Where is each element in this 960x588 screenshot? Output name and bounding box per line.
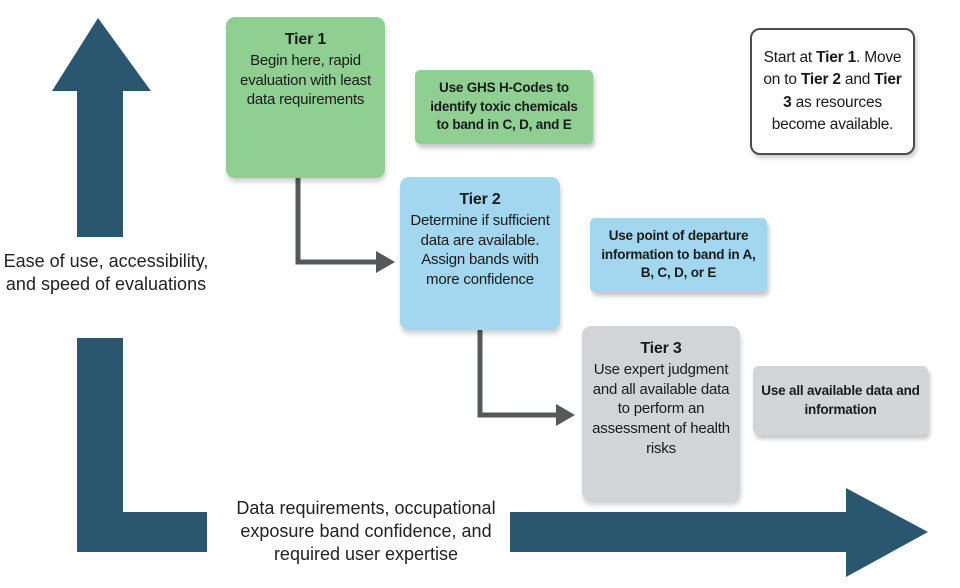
x-axis-shaft [510, 512, 848, 552]
all-available-data-text: Use all available data and information [761, 382, 920, 417]
y-axis-shaft-lower [77, 338, 207, 552]
connector-tier2-tier3-arrowhead [556, 404, 575, 426]
ghs-hcodes-annotation: Use GHS H-Codes to identify toxic chemic… [415, 70, 593, 144]
connector-tier1-tier2-arrowhead [376, 251, 395, 273]
y-axis-label: Ease of use, accessibility, and speed of… [3, 251, 209, 295]
point-of-departure-text: Use point of departure information to ba… [601, 228, 756, 281]
y-axis-shaft-upper [77, 89, 123, 237]
tier1-body: Begin here, rapid evaluation with least … [240, 51, 371, 109]
tier1-box: Tier 1 Begin here, rapid evaluation with… [226, 17, 385, 178]
tier1-title: Tier 1 [284, 31, 327, 48]
x-axis-label: Data requirements, occupational exposure… [236, 498, 496, 565]
tier3-title: Tier 3 [640, 340, 682, 357]
tier3-box: Tier 3 Use expert judgment and all avail… [582, 326, 740, 501]
y-axis-arrowhead [52, 18, 151, 91]
start-at-tier1-note: Start at Tier 1. Move on to Tier 2 and T… [750, 28, 915, 155]
all-available-data-annotation: Use all available data and information [753, 366, 928, 435]
connector-tier1-tier2 [295, 178, 378, 265]
tier2-box: Tier 2 Determine if sufficient data are … [400, 177, 560, 330]
note-text: Start at Tier 1. Move on to Tier 2 and T… [763, 48, 902, 133]
x-axis-arrowhead [846, 488, 928, 577]
point-of-departure-annotation: Use point of departure information to ba… [590, 218, 767, 292]
tier2-body: Determine if sufficient data are availab… [410, 211, 550, 289]
tier2-title: Tier 2 [459, 191, 501, 208]
ghs-hcodes-text: Use GHS H-Codes to identify toxic chemic… [430, 80, 578, 133]
tier3-body: Use expert judgment and all available da… [592, 360, 730, 457]
connector-tier2-tier3 [477, 330, 558, 418]
